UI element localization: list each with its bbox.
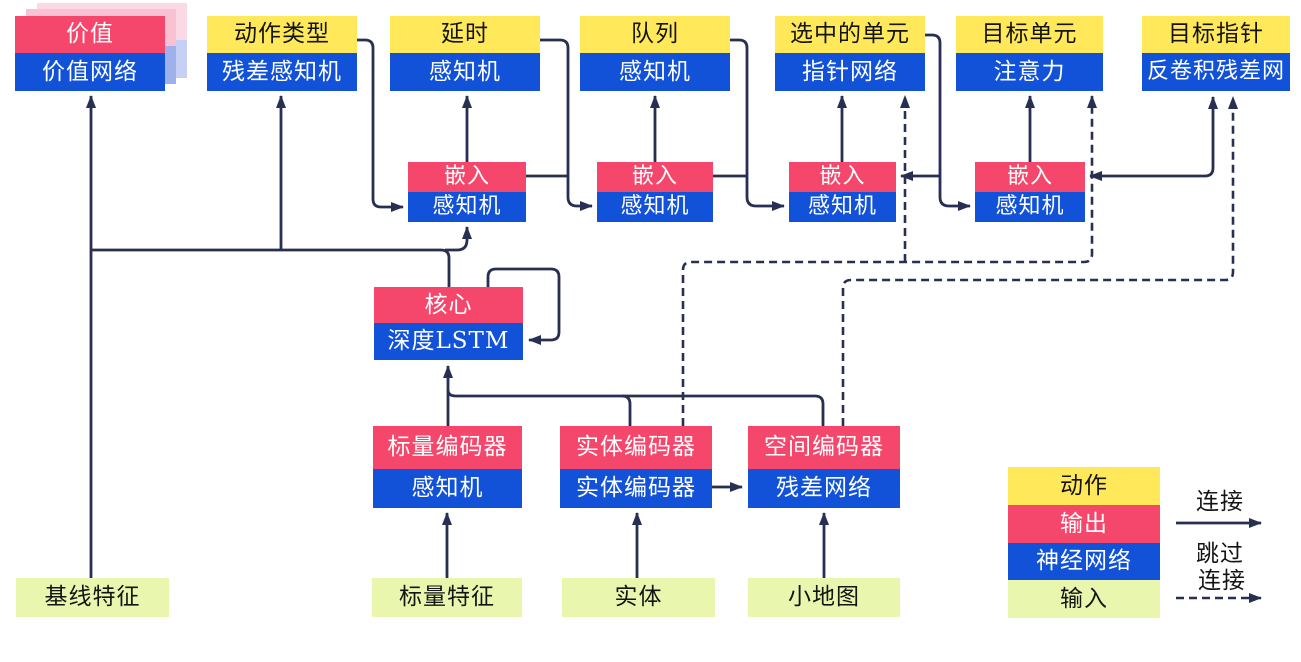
edge-core-to-embed1 xyxy=(445,226,472,252)
node-embed-3-head: 嵌入 xyxy=(789,162,896,192)
node-selected-units: 选中的单元 指针网络 xyxy=(775,16,925,91)
node-scalar-features: 标量特征 xyxy=(372,578,522,617)
dashed-edges xyxy=(681,95,1262,603)
node-embed-2-net: 感知机 xyxy=(597,192,713,222)
node-value-net: 价值网络 xyxy=(15,53,165,91)
skip-entity-to-targetunit xyxy=(681,95,1097,426)
node-selected-units-net: 指针网络 xyxy=(775,53,925,91)
node-minimap: 小地图 xyxy=(748,578,900,617)
node-embed-4-head: 嵌入 xyxy=(975,162,1085,192)
node-target-unit-head: 目标单元 xyxy=(956,16,1103,53)
legend-network-row: 神经网络 xyxy=(1008,543,1160,580)
edge-queue-to-embed3 xyxy=(730,38,785,211)
node-scalar-features-label: 标量特征 xyxy=(372,578,522,617)
node-entities: 实体 xyxy=(562,578,715,617)
legend-color-key: 动作 输出 神经网络 输入 xyxy=(1008,467,1160,618)
node-minimap-label: 小地图 xyxy=(748,578,900,617)
node-scalar-encoder: 标量编码器 感知机 xyxy=(373,426,522,508)
node-target-point-net: 反卷积残差网 xyxy=(1142,53,1290,91)
node-embed-3: 嵌入 感知机 xyxy=(789,162,896,222)
legend-solid-label: 连接 xyxy=(1196,489,1244,515)
edge-embed4-to-targetpoint xyxy=(1091,96,1218,178)
node-spatial-encoder-net: 残差网络 xyxy=(748,469,900,508)
node-delay: 延时 感知机 xyxy=(390,16,540,91)
node-embed-2: 嵌入 感知机 xyxy=(597,162,713,222)
edge-core-branch-left xyxy=(91,248,451,287)
node-queue: 队列 感知机 xyxy=(580,16,730,91)
legend-output-row: 输出 xyxy=(1008,505,1160,543)
node-target-point-head: 目标指针 xyxy=(1142,16,1290,53)
legend-skip-label-line1: 跳过 xyxy=(1196,541,1244,567)
node-entities-label: 实体 xyxy=(562,578,715,617)
edge-core-self-loop xyxy=(486,267,561,345)
node-entity-encoder-net: 实体编码器 xyxy=(560,469,712,508)
edge-delay-to-embed2 xyxy=(540,38,593,211)
node-embed-1-head: 嵌入 xyxy=(408,162,526,192)
node-embed-4-net: 感知机 xyxy=(975,192,1085,222)
node-selected-units-head: 选中的单元 xyxy=(775,16,925,53)
edge-spatialenc-merge xyxy=(446,389,825,426)
node-target-unit: 目标单元 注意力 xyxy=(956,16,1103,91)
legend-action-row: 动作 xyxy=(1008,467,1160,505)
node-embed-2-head: 嵌入 xyxy=(597,162,713,192)
skip-spatial-to-targetpoint xyxy=(841,96,1238,426)
node-value-head: 价值 xyxy=(15,16,165,53)
node-queue-head: 队列 xyxy=(580,16,730,53)
legend-input-row: 输入 xyxy=(1008,580,1160,618)
node-delay-head: 延时 xyxy=(390,16,540,53)
edge-entityenc-merge xyxy=(621,394,632,426)
node-embed-1-net: 感知机 xyxy=(408,192,526,222)
node-entity-encoder-head: 实体编码器 xyxy=(560,426,712,469)
node-core-net: 深度LSTM xyxy=(374,323,523,360)
node-action-type-head: 动作类型 xyxy=(207,16,357,53)
node-value: 价值 价值网络 xyxy=(15,16,165,91)
node-action-type-net: 残差感知机 xyxy=(207,53,357,91)
solid-edges xyxy=(86,33,1262,578)
node-spatial-encoder-head: 空间编码器 xyxy=(748,426,900,469)
node-queue-net: 感知机 xyxy=(580,53,730,91)
node-delay-net: 感知机 xyxy=(390,53,540,91)
node-entity-encoder: 实体编码器 实体编码器 xyxy=(560,426,712,508)
node-scalar-encoder-head: 标量编码器 xyxy=(373,426,522,469)
node-target-point: 目标指针 反卷积残差网 xyxy=(1142,16,1290,91)
legend-skip-label-line2: 连接 xyxy=(1198,568,1246,594)
node-spatial-encoder: 空间编码器 残差网络 xyxy=(748,426,900,508)
node-target-unit-net: 注意力 xyxy=(956,53,1103,91)
node-embed-1: 嵌入 感知机 xyxy=(408,162,526,222)
node-action-type: 动作类型 残差感知机 xyxy=(207,16,357,91)
node-baseline-features: 基线特征 xyxy=(16,578,169,617)
node-embed-3-net: 感知机 xyxy=(789,192,896,222)
node-core: 核心 深度LSTM xyxy=(374,287,523,360)
edge-actiontype-to-embed1 xyxy=(356,38,404,212)
node-embed-4: 嵌入 感知机 xyxy=(975,162,1085,222)
node-baseline-features-label: 基线特征 xyxy=(16,578,169,617)
edge-selectedunits-to-embed4 xyxy=(925,33,971,211)
node-scalar-encoder-net: 感知机 xyxy=(373,469,522,508)
node-core-head: 核心 xyxy=(374,287,523,323)
